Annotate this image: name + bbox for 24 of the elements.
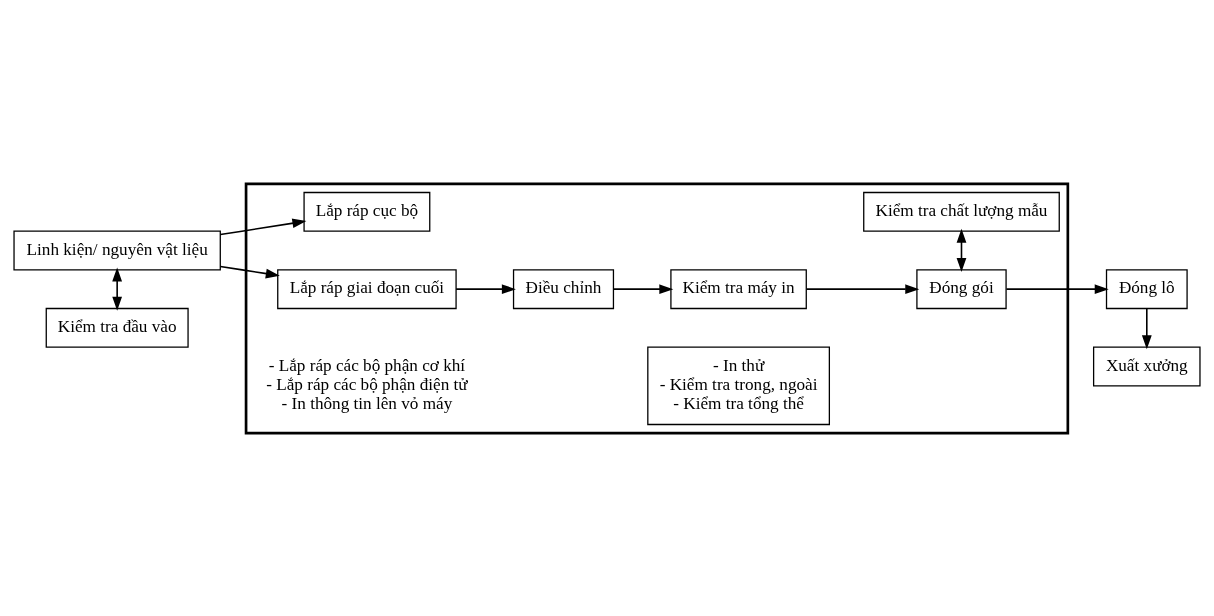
arrow [455,283,516,294]
arrow [112,266,123,311]
arrow [219,265,280,278]
node-box: Đóng lô [1105,268,1188,309]
arrow [1005,283,1109,294]
arrow [612,283,674,294]
node-box: Kiểm tra chất lượng mẫu [863,191,1060,232]
label: - In thông tin lên vỏ máy [281,393,453,413]
node-box: Xuất xưởng [1092,346,1201,386]
node-box: Linh kiện/ nguyên vật liệu [13,230,221,270]
arrow [219,217,307,235]
node-box: Điều chỉnh [512,268,615,309]
node-box: Lắp ráp giai đoạn cuối [277,268,457,309]
cluster [244,182,1070,434]
node-box: Đóng gói [916,268,1007,309]
node-box: Kiểm tra đầu vào [45,307,189,348]
node-box: Kiểm tra máy in [670,268,807,309]
label: - Lắp ráp các bộ phận cơ khí [268,355,466,375]
node-box: Lắp ráp cục bộ [303,191,431,232]
label: - Lắp ráp các bộ phận điện tử [266,374,468,394]
node-box: - In thử - Kiểm tra trong, ngoài - Kiểm tra tổng thể [647,346,830,425]
arrow [805,283,920,294]
arrow [956,228,967,272]
arrow [1141,307,1152,349]
